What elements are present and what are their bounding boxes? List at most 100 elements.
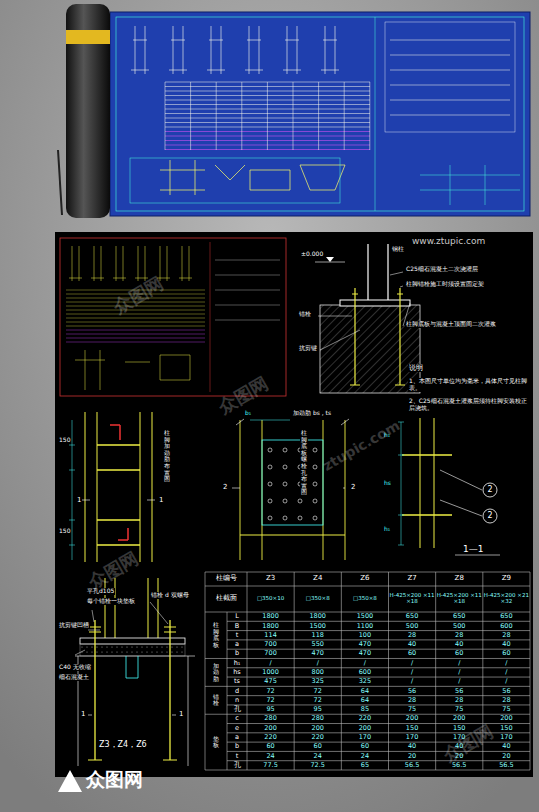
callout-number: 2 (482, 508, 498, 524)
table-cell: 64 (341, 696, 388, 705)
thumb-table-line (66, 314, 205, 315)
table-cell: 200 (389, 714, 436, 723)
bolt-hole (268, 499, 272, 503)
annotation: h₁ (383, 526, 391, 533)
callout-circle: 2 (482, 482, 498, 498)
annotation: C25细石混凝土二次浇灌层 (405, 266, 479, 273)
thumb-table-line (66, 318, 205, 319)
thumb-column (135, 246, 148, 281)
table-cell: Z8 (436, 572, 483, 586)
table-cell: 40 (436, 640, 483, 649)
poster-column (283, 26, 301, 74)
table-cell: □350×8 (341, 586, 388, 612)
table-cell: a (227, 733, 247, 742)
annotation: 150 (58, 528, 71, 535)
vertical-annotation: 柱脚底板螺栓孔布置图 (300, 430, 308, 496)
table-cell: 20 (436, 751, 483, 760)
annotation: 柱脚底板与混凝土顶面间二次灌浆 (405, 321, 497, 328)
table-cell: 56.5 (483, 761, 530, 770)
annotation: ±0.000 (300, 251, 324, 258)
bolt-hole (268, 465, 272, 469)
annotation: 1 (80, 710, 86, 718)
table-cell: a (227, 640, 247, 649)
pen (58, 150, 62, 215)
table-cell: h₁ (227, 658, 247, 667)
bolt-hole (283, 499, 287, 503)
column-elevation (69, 412, 155, 562)
poster-table-line (267, 82, 268, 150)
table-cell: 77.5 (247, 761, 294, 770)
table-cell: Z3 (247, 572, 294, 586)
annotation: hs (383, 480, 392, 487)
annotation: 2 (350, 483, 356, 491)
vertical-annotation: 柱脚加劲肋布置图 (163, 430, 171, 483)
table-cell: 1800 (247, 612, 294, 621)
blue-poster (110, 12, 530, 216)
table-cell: H-425×200 ×11×18 (389, 586, 436, 612)
table-cell: 200 (247, 724, 294, 733)
watermark: 众图网 (110, 273, 167, 318)
logo-text: 众图网 (86, 769, 143, 791)
table-cell: 220 (247, 733, 294, 742)
thumb-column (113, 246, 126, 281)
table-cell: 475 (247, 677, 294, 686)
callout-number: 2 (482, 482, 498, 498)
poster-column (321, 26, 339, 74)
table-cell: 95 (294, 705, 341, 714)
poster-table-line (318, 82, 319, 150)
table-group-label: 锚栓 (213, 694, 219, 707)
table-cell: 60 (341, 742, 388, 751)
table-cell: 75 (483, 705, 530, 714)
table-cell: n (227, 696, 247, 705)
thumb-table-line (66, 334, 205, 335)
table-cell: 28 (483, 696, 530, 705)
table-cell: 60 (483, 649, 530, 658)
table-cell: 170 (483, 733, 530, 742)
table-line (205, 572, 206, 770)
table-cell: 150 (436, 724, 483, 733)
bolt-hole (283, 482, 287, 486)
table-cell: 40 (389, 640, 436, 649)
table-cell: 650 (389, 612, 436, 621)
rolled-tube (66, 4, 110, 218)
table-cell: 24 (294, 751, 341, 760)
table-cell: 600 (483, 621, 530, 630)
table-cell: 325 (294, 677, 341, 686)
column-base-detail (75, 578, 195, 766)
table-cell: 28 (389, 631, 436, 640)
annotation: 柱脚锚栓施工时须设置固定架 (405, 281, 485, 288)
table-cell: 28 (483, 631, 530, 640)
table-cell: 470 (294, 649, 341, 658)
table-cell: 64 (341, 686, 388, 695)
table-cell: 60 (247, 742, 294, 751)
table-line (205, 586, 530, 587)
table-cell: 56 (436, 686, 483, 695)
table-cell: 20 (483, 751, 530, 760)
table-cell: H-425×200 ×21×32 (483, 586, 530, 612)
thumb-column (179, 246, 192, 281)
table-cell: 700 (247, 640, 294, 649)
bolt-hole (313, 465, 317, 469)
annotation: 每个锚栓一块垫板 (86, 598, 136, 605)
table-cell: 500 (389, 621, 436, 630)
table-cell: 470 (341, 640, 388, 649)
table-cell: 1500 (294, 621, 341, 630)
table-cell: 114 (247, 631, 294, 640)
table-cell: Z9 (483, 572, 530, 586)
table-group-label: 垫板 (213, 736, 219, 749)
table-cell: 72 (294, 696, 341, 705)
table-cell: 470 (341, 649, 388, 658)
watermark: 众图网 (85, 548, 142, 593)
annotation: 抗剪键 (298, 345, 318, 352)
table-cell: / (389, 677, 436, 686)
table-line (205, 658, 530, 659)
table-cell: 700 (247, 649, 294, 658)
bolt-hole (298, 516, 302, 520)
table-cell: 柱截面 (205, 586, 247, 612)
table-cell: 孔 (227, 705, 247, 714)
table-cell: 75 (389, 705, 436, 714)
poster-table-line (293, 82, 294, 150)
poster-column (207, 26, 225, 74)
table-cell: H-425×200 ×11×18 (436, 586, 483, 612)
